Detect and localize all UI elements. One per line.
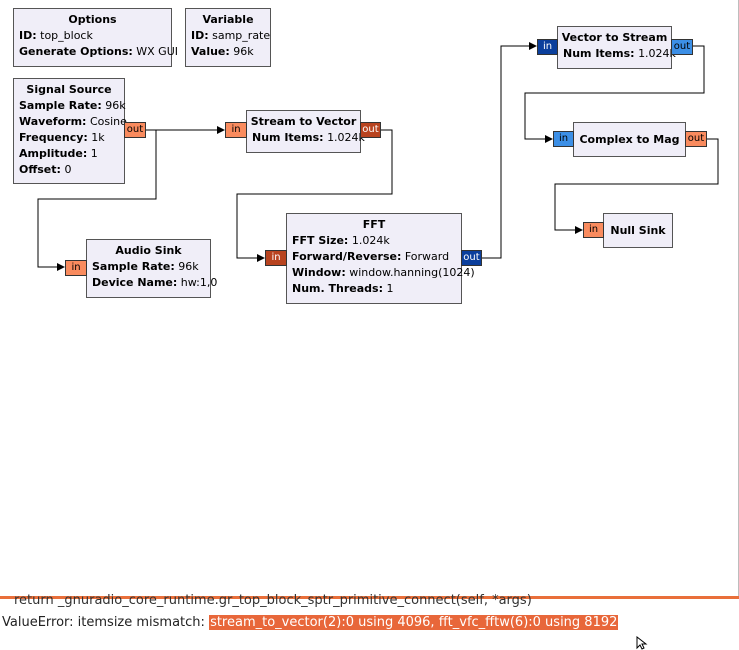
complex-to-mag-out-port[interactable]: out xyxy=(685,131,707,147)
mouse-pointer-icon xyxy=(636,636,648,650)
block-title: Variable xyxy=(202,13,254,26)
block-title: Stream to Vector xyxy=(250,115,357,128)
complex-to-mag-in-port[interactable]: in xyxy=(553,131,574,147)
block-title: Vector to Stream xyxy=(561,31,668,44)
block-title: Null Sink xyxy=(610,224,666,237)
null-sink-in-port[interactable]: in xyxy=(583,222,604,238)
block-param: Num Items: 1.024k xyxy=(563,47,676,60)
connection-wires xyxy=(37,42,719,271)
block-title: FFT xyxy=(362,218,386,231)
block-param: Sample Rate: 96k xyxy=(19,99,126,112)
block-param: Generate Options: WX GUI xyxy=(19,45,178,58)
vector-to-stream-out-port[interactable]: out xyxy=(671,39,693,55)
wire-c2m-to-null xyxy=(554,138,719,234)
block-param: Window: window.hanning(1024) xyxy=(292,266,475,279)
error-text: ValueError: itemsize mismatch: xyxy=(2,615,210,630)
pane-divider[interactable] xyxy=(0,596,739,599)
block-param: Value: 96k xyxy=(191,45,254,58)
wire-source-to-audio xyxy=(37,129,157,271)
options-block[interactable]: Options ID: top_block Generate Options: … xyxy=(13,8,178,67)
error-highlight: stream_to_vector(2):0 using 4096, fft_vf… xyxy=(209,615,619,630)
block-param: Sample Rate: 96k xyxy=(92,260,199,273)
wire-s2v-to-fft xyxy=(236,129,393,262)
vector-to-stream-block[interactable]: Vector to Stream Num Items: 1.024k xyxy=(557,26,676,69)
block-param: Num Items: 1.024k xyxy=(252,131,365,144)
block-param: ID: samp_rate xyxy=(191,29,271,42)
flowgraph-canvas[interactable]: Options ID: top_block Generate Options: … xyxy=(0,0,739,596)
block-param: Frequency: 1k xyxy=(19,131,105,144)
block-param: Waveform: Cosine xyxy=(19,115,127,128)
block-title: Complex to Mag xyxy=(579,133,680,146)
block-param: Forward/Reverse: Forward xyxy=(292,250,450,263)
block-title: Audio Sink xyxy=(115,244,182,257)
block-param: Amplitude: 1 xyxy=(19,147,98,160)
fft-out-port[interactable]: out xyxy=(461,250,482,266)
block-param: ID: top_block xyxy=(19,29,93,42)
variable-block[interactable]: Variable ID: samp_rate Value: 96k xyxy=(185,8,271,67)
vector-to-stream-in-port[interactable]: in xyxy=(537,39,558,55)
block-param: Device Name: hw:1,0 xyxy=(92,276,218,289)
block-title: Options xyxy=(68,13,117,26)
block-param: Num. Threads: 1 xyxy=(292,282,394,295)
console-previous-line: return _gnuradio_core_runtime.gr_top_blo… xyxy=(14,593,532,608)
signal-source-block[interactable]: Signal Source Sample Rate: 96k Waveform:… xyxy=(13,78,127,184)
fft-block[interactable]: FFT FFT Size: 1.024k Forward/Reverse: Fo… xyxy=(286,213,475,304)
block-title: Signal Source xyxy=(26,83,112,96)
audio-sink-in-port[interactable]: in xyxy=(65,260,87,276)
wire-fft-to-v2s xyxy=(481,42,537,259)
stream-to-vector-block[interactable]: Stream to Vector Num Items: 1.024k xyxy=(246,110,365,153)
block-param: Offset: 0 xyxy=(19,163,72,176)
stream-to-vector-in-port[interactable]: in xyxy=(225,122,247,138)
block-param: FFT Size: 1.024k xyxy=(292,234,390,247)
wire-v2s-to-c2m xyxy=(524,45,705,143)
console-panel[interactable]: return _gnuradio_core_runtime.gr_top_blo… xyxy=(0,593,739,650)
fft-in-port[interactable]: in xyxy=(265,250,287,266)
stream-to-vector-out-port[interactable]: out xyxy=(360,122,381,138)
audio-sink-block[interactable]: Audio Sink Sample Rate: 96k Device Name:… xyxy=(86,239,218,298)
signal-source-out-port[interactable]: out xyxy=(124,122,146,138)
null-sink-block[interactable]: Null Sink xyxy=(603,213,673,248)
complex-to-mag-block[interactable]: Complex to Mag xyxy=(573,122,686,157)
console-error-line: ValueError: itemsize mismatch: stream_to… xyxy=(2,615,619,630)
